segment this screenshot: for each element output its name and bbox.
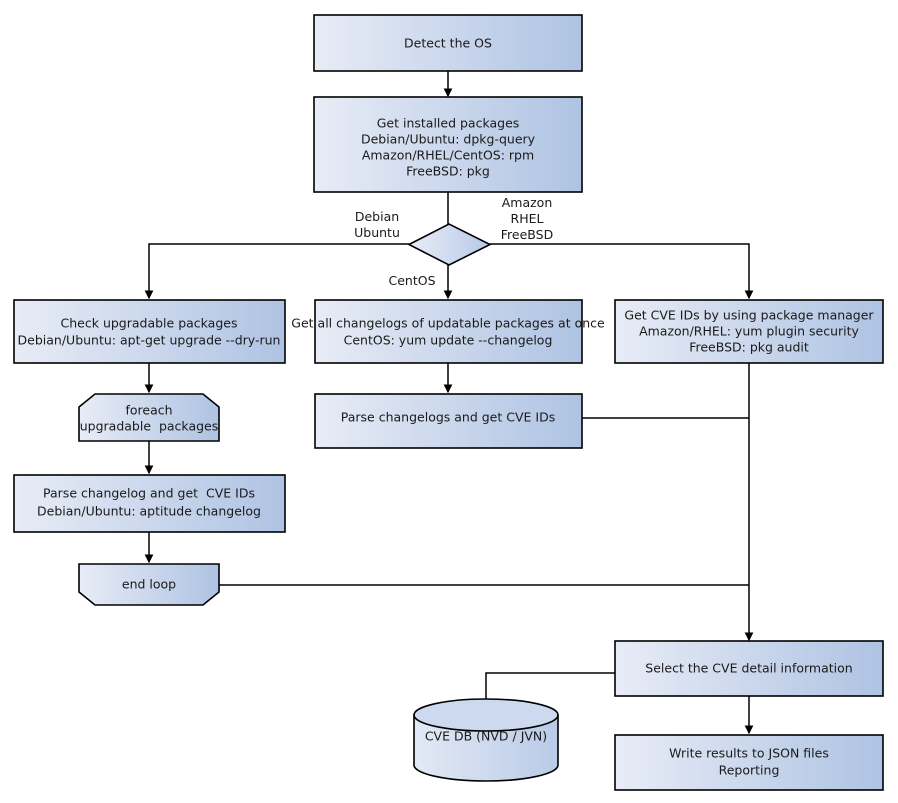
check-upgradable-line-2: Debian/Ubuntu: apt-get upgrade --dry-run — [18, 333, 281, 348]
node-os-decision[interactable] — [407, 223, 492, 266]
connector-decision-to-check-upgradable — [144, 243, 409, 300]
branch-debian-line-1: Debian — [355, 209, 399, 224]
node-end-loop[interactable]: end loop — [78, 563, 220, 606]
write-results-shape — [614, 734, 884, 791]
get-installed-packages-line-2: Debian/Ubuntu: dpkg-query — [361, 132, 536, 147]
cve-database-top — [413, 698, 559, 732]
parse-changelog-shape — [13, 474, 286, 533]
parse-changelog-line-1: Parse changelog and get CVE IDs — [43, 486, 255, 501]
get-installed-packages-line-1: Get installed packages — [377, 116, 520, 131]
branch-freebsd-line-3: FreeBSD — [501, 227, 553, 242]
parse-changelogs-label: Parse changelogs and get CVE IDs — [341, 410, 555, 425]
parse-changelogs-shape — [314, 393, 583, 449]
get-cve-ids-pm-line-2: Amazon/RHEL: yum plugin security — [639, 324, 859, 339]
edge-label-amazon-rhel-freebsd: Amazon RHEL FreeBSD — [501, 195, 553, 242]
detect-os-shape — [313, 14, 583, 72]
parse-changelog-line-2: Debian/Ubuntu: aptitude changelog — [37, 504, 261, 519]
end-loop-shape — [78, 563, 220, 606]
foreach-label-line-1: foreach — [125, 403, 172, 418]
node-parse-changelog-left[interactable]: Parse changelog and get CVE IDs Debian/U… — [13, 474, 286, 533]
end-loop-label: end loop — [122, 577, 176, 592]
select-cve-detail-shape — [614, 640, 884, 697]
get-all-changelogs-line-1: Get all changelogs of updatable packages… — [291, 316, 605, 331]
node-parse-changelogs[interactable]: Parse changelogs and get CVE IDs — [314, 393, 583, 449]
node-write-results[interactable]: Write results to JSON files Reporting — [614, 734, 884, 791]
os-decision-shape — [407, 223, 492, 266]
branch-rhel-line-2: RHEL — [511, 211, 544, 226]
branch-debian-line-2: Ubuntu — [354, 225, 400, 240]
connector-decision-to-cve-package-manager — [490, 243, 754, 300]
branch-amazon-line-1: Amazon — [502, 195, 553, 210]
get-installed-packages-line-4: FreeBSD: pkg — [406, 164, 490, 179]
get-all-changelogs-line-2: CentOS: yum update --changelog — [344, 333, 553, 348]
edge-label-centos: CentOS — [388, 273, 435, 288]
detect-os-label: Detect the OS — [404, 36, 492, 51]
get-cve-ids-pm-line-1: Get CVE IDs by using package manager — [624, 308, 874, 323]
select-cve-detail-label: Select the CVE detail information — [645, 661, 852, 676]
node-get-all-changelogs[interactable]: Get all changelogs of updatable packages… — [291, 299, 605, 364]
write-results-line-2: Reporting — [719, 763, 780, 778]
node-get-installed-packages[interactable]: Get installed packages Debian/Ubuntu: dp… — [313, 96, 583, 193]
node-select-cve-detail[interactable]: Select the CVE detail information — [614, 640, 884, 697]
get-all-changelogs-shape — [314, 299, 583, 364]
get-cve-ids-pm-line-3: FreeBSD: pkg audit — [689, 340, 809, 355]
connector-select-to-database — [485, 672, 615, 709]
edge-label-debian-ubuntu: Debian Ubuntu — [354, 209, 400, 240]
node-check-upgradable-packages[interactable]: Check upgradable packages Debian/Ubuntu:… — [13, 299, 286, 364]
check-upgradable-shape — [13, 299, 286, 364]
branch-centos-label: CentOS — [388, 273, 435, 288]
get-installed-packages-line-3: Amazon/RHEL/CentOS: rpm — [362, 148, 534, 163]
node-foreach-loop-start[interactable]: foreach upgradable packages — [78, 393, 220, 442]
get-installed-packages-shape — [313, 96, 583, 193]
cve-database-body — [413, 714, 559, 782]
cve-database-label: CVE DB (NVD / JVN) — [425, 729, 547, 744]
foreach-loop-shape — [78, 393, 220, 442]
node-detect-os[interactable]: Detect the OS — [313, 14, 583, 72]
write-results-line-1: Write results to JSON files — [669, 746, 829, 761]
get-cve-ids-pm-shape — [614, 299, 884, 364]
foreach-label-line-2: upgradable packages — [80, 419, 219, 434]
node-get-cve-ids-package-manager[interactable]: Get CVE IDs by using package manager Ama… — [614, 299, 884, 364]
check-upgradable-line-1: Check upgradable packages — [61, 316, 238, 331]
node-cve-database[interactable]: CVE DB (NVD / JVN) — [413, 698, 559, 782]
